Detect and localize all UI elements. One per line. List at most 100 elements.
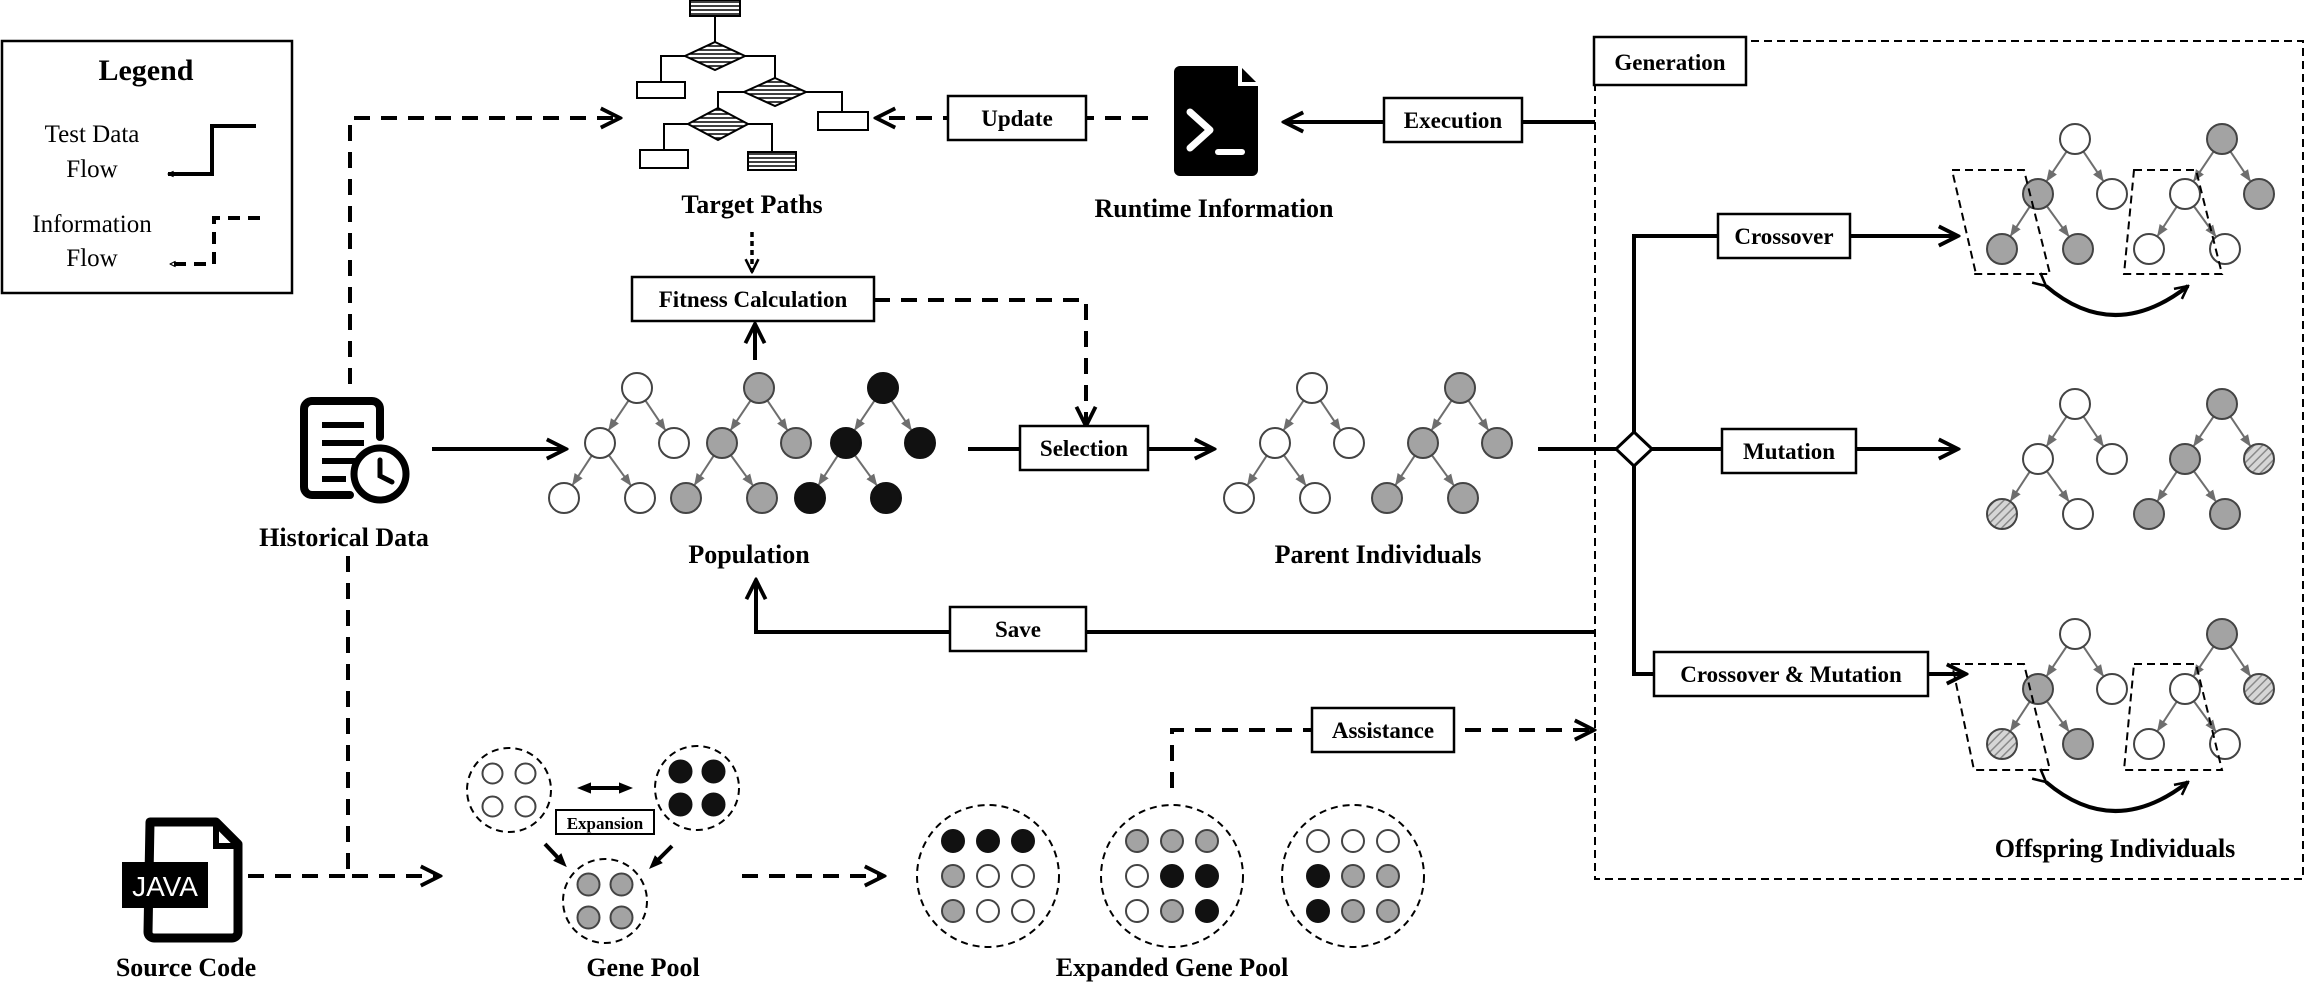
legend-title: Legend — [98, 54, 193, 87]
expanded-pool-1 — [916, 804, 1060, 948]
update-box: Update — [946, 94, 1088, 142]
target-paths-label: Target Paths — [681, 190, 822, 219]
branch-crossover-mutation-line — [1632, 466, 1654, 676]
gene-node — [1160, 899, 1184, 923]
svg-text:Assistance: Assistance — [1332, 718, 1434, 743]
gene-node — [1195, 899, 1219, 923]
tree-node — [621, 372, 653, 404]
parent-tree-1 — [1223, 372, 1365, 514]
tree-node — [2243, 178, 2275, 210]
crossover-mutation-swap-region-right — [2122, 663, 2224, 771]
tree-node — [2133, 728, 2165, 760]
legend-test-data-flow-line2: Flow — [66, 156, 117, 183]
gene-node — [1341, 899, 1365, 923]
tree-node — [1299, 482, 1331, 514]
generation-box: Generation — [1592, 35, 1748, 87]
tree-node — [2022, 443, 2054, 475]
tree-node — [2206, 123, 2238, 155]
gene-node — [481, 795, 504, 818]
assistance-box: Assistance — [1310, 706, 1456, 754]
gene-node — [1125, 864, 1149, 888]
legend-information-flow-line2: Flow — [66, 245, 117, 272]
gene-node — [481, 762, 504, 785]
expanded-pool-3 — [1281, 804, 1425, 948]
population-label: Population — [688, 540, 810, 569]
tree-node — [2059, 388, 2091, 420]
gene-node — [1376, 899, 1400, 923]
gene-node — [1125, 899, 1149, 923]
population-tree-1 — [548, 372, 690, 514]
tree-node — [2243, 673, 2275, 705]
svg-text:Crossover & Mutation: Crossover & Mutation — [1680, 662, 1902, 687]
tree-node — [2209, 728, 2241, 760]
tree-node — [624, 482, 656, 514]
tree-node — [2169, 673, 2201, 705]
tree-node — [2096, 673, 2128, 705]
mutation-box: Mutation — [1720, 427, 1858, 475]
gene-node — [1160, 864, 1184, 888]
svg-text:Execution: Execution — [1404, 108, 1503, 133]
source-code-label: Source Code — [116, 953, 256, 982]
population-tree-3 — [794, 372, 936, 514]
crossover-box: Crossover — [1716, 212, 1852, 260]
gene-node — [1011, 899, 1035, 923]
tree-node — [706, 427, 738, 459]
tree-node — [2062, 728, 2094, 760]
svg-text:Fitness Calculation: Fitness Calculation — [659, 287, 848, 312]
gene-node — [1306, 864, 1330, 888]
gene-node — [609, 905, 634, 930]
gene-node — [1011, 864, 1035, 888]
tree-node — [746, 482, 778, 514]
gene-node — [1376, 829, 1400, 853]
tree-node — [1481, 427, 1513, 459]
expansion-arrow-right — [649, 844, 674, 869]
gene-node — [1160, 829, 1184, 853]
crossover-mutation-box: Crossover & Mutation — [1652, 650, 1930, 698]
population-tree-2 — [670, 372, 812, 514]
crossover-swap-region-left — [1950, 169, 2052, 275]
fitness-to-selection-arrow — [874, 298, 1086, 426]
gene-node — [1341, 829, 1365, 853]
crossover-mutation-swap-arrow — [2046, 782, 2188, 813]
generation-frame — [1594, 40, 2304, 880]
individual-trees — [548, 123, 2275, 760]
tree-node — [548, 482, 580, 514]
branch-diamond — [1613, 429, 1655, 469]
gene-node — [976, 829, 1000, 853]
crossover-mutation-offspring-tree-1 — [1986, 618, 2128, 760]
legend-dashed-arrow-icon — [170, 216, 260, 264]
gene-node — [1195, 829, 1219, 853]
tree-node — [1407, 427, 1439, 459]
flowchart-icon — [636, 0, 869, 171]
gene-node — [941, 829, 965, 853]
tree-node — [1444, 372, 1476, 404]
tree-node — [670, 482, 702, 514]
tree-node — [2243, 443, 2275, 475]
tree-node — [2022, 178, 2054, 210]
gene-pool-black — [654, 745, 740, 831]
tree-node — [658, 427, 690, 459]
historical-data-label: Historical Data — [259, 523, 429, 552]
tree-node — [830, 427, 862, 459]
gene-pool-gray — [562, 858, 648, 944]
gene-node — [1306, 829, 1330, 853]
gene-node — [668, 792, 693, 817]
tree-node — [2062, 233, 2094, 265]
java-file-icon: JAVA — [122, 817, 243, 943]
svg-text:Update: Update — [981, 106, 1053, 131]
historical-to-gene-pool-arrow — [346, 556, 440, 876]
java-label: JAVA — [132, 871, 198, 902]
tree-node — [1986, 728, 2018, 760]
gene-node — [701, 759, 726, 784]
tree-node — [2209, 498, 2241, 530]
gene-node — [514, 795, 537, 818]
legend-test-data-flow-line1: Test Data — [45, 121, 140, 148]
gene-pools — [466, 745, 1425, 948]
gene-node — [701, 792, 726, 817]
tree-node — [2209, 233, 2241, 265]
historical-data-icon — [300, 397, 410, 504]
tree-node — [867, 372, 899, 404]
tree-node — [1333, 427, 1365, 459]
svg-text:Expansion: Expansion — [567, 814, 644, 833]
gene-node — [576, 872, 601, 897]
